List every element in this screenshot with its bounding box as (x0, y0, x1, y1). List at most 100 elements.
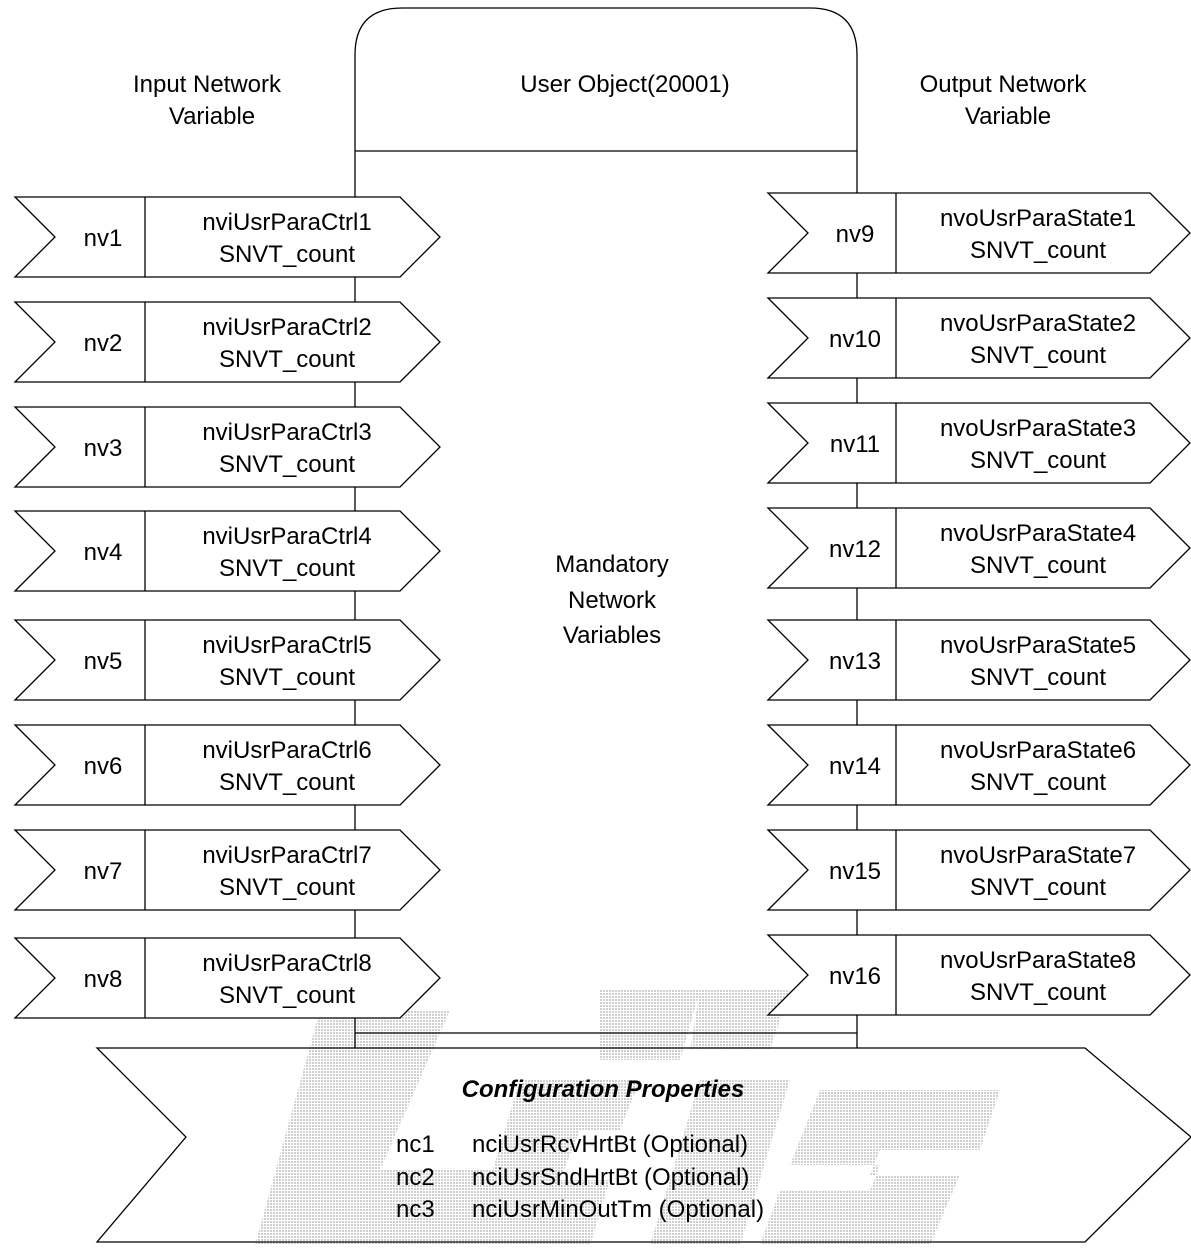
output-arrow-shape (766, 934, 1191, 1016)
mandatory-label-line1: Mandatory (555, 551, 668, 578)
input-variable-type: SNVT_count (219, 451, 355, 478)
input-variable-name: nviUsrParaCtrl2 (202, 314, 371, 341)
config-item-3-id: nc3 (396, 1196, 435, 1223)
config-properties-block: Configuration Properties nc1 nciUsrRcvHr… (95, 1047, 1191, 1243)
output-variable-type: SNVT_count (970, 552, 1106, 579)
mandatory-label-line2: Network (568, 587, 657, 614)
input-variable-type: SNVT_count (219, 555, 355, 582)
input-arrow-shape (13, 829, 441, 911)
config-item-2-id: nc2 (396, 1164, 435, 1191)
input-variable-id: nv7 (84, 858, 123, 885)
output-variable-type: SNVT_count (970, 874, 1106, 901)
output-variable-id: nv13 (829, 648, 881, 675)
output-arrow-shape (766, 724, 1191, 806)
input-variable-type: SNVT_count (219, 241, 355, 268)
config-item-1-id: nc1 (396, 1131, 435, 1158)
input-arrow-shape (13, 406, 441, 488)
input-variable-id: nv6 (84, 753, 123, 780)
output-variable-id: nv11 (830, 431, 880, 458)
config-chevron-shape (95, 1047, 1191, 1243)
output-variable-name: nvoUsrParaState2 (940, 310, 1136, 337)
output-arrow-shape (766, 829, 1191, 911)
user-object-block (354, 7, 858, 1048)
input-variable-id: nv5 (84, 648, 123, 675)
mandatory-label-line3: Variables (563, 622, 661, 649)
output-variable-name: nvoUsrParaState5 (940, 632, 1136, 659)
input-arrow-shape (13, 301, 441, 383)
input-arrow-shape (13, 937, 441, 1019)
input-variable-name: nviUsrParaCtrl7 (202, 842, 371, 869)
config-item-1-name: nciUsrRcvHrtBt (Optional) (472, 1131, 748, 1158)
output-variable-id: nv16 (829, 963, 881, 990)
input-variable-name: nviUsrParaCtrl3 (202, 419, 371, 446)
output-variable-name: nvoUsrParaState4 (940, 520, 1136, 547)
input-variable-id: nv1 (84, 225, 123, 252)
input-variable-type: SNVT_count (219, 982, 355, 1009)
output-variable-type: SNVT_count (970, 664, 1106, 691)
input-variable-name: nviUsrParaCtrl1 (202, 209, 371, 236)
input-variable-id: nv8 (84, 966, 123, 993)
config-item-3-name: nciUsrMinOutTm (Optional) (472, 1196, 764, 1223)
output-arrow-shape (766, 192, 1191, 274)
output-variable-type: SNVT_count (970, 447, 1106, 474)
input-variable-name: nviUsrParaCtrl5 (202, 632, 371, 659)
output-variable-type: SNVT_count (970, 342, 1106, 369)
input-arrow-shape (13, 619, 441, 701)
output-arrow-shape (766, 619, 1191, 701)
output-variable-id: nv12 (829, 536, 881, 563)
config-title: Configuration Properties (462, 1076, 745, 1103)
input-variable-id: nv4 (84, 539, 123, 566)
input-variable-name: nviUsrParaCtrl4 (202, 523, 371, 550)
input-variable-type: SNVT_count (219, 664, 355, 691)
output-header-line2: Variable (965, 103, 1051, 130)
object-title: User Object(20001) (520, 71, 729, 98)
output-variable-name: nvoUsrParaState7 (940, 842, 1136, 869)
output-variable-name: nvoUsrParaState6 (940, 737, 1136, 764)
user-object-outline (354, 7, 858, 1048)
output-variable-id: nv9 (836, 221, 875, 248)
input-header-line1: Input Network (133, 71, 282, 98)
input-header-line2: Variable (169, 103, 255, 130)
input-variable-name: nviUsrParaCtrl8 (202, 950, 371, 977)
output-variable-id: nv15 (829, 858, 881, 885)
output-arrow-shape (766, 297, 1191, 379)
output-arrow-shape (766, 507, 1191, 589)
output-variable-id: nv14 (829, 753, 881, 780)
output-variable-name: nvoUsrParaState1 (940, 205, 1136, 232)
input-variable-type: SNVT_count (219, 346, 355, 373)
output-variables: nv9nvoUsrParaState1SNVT_countnv10nvoUsrP… (766, 192, 1191, 1016)
output-variable-name: nvoUsrParaState3 (940, 415, 1136, 442)
input-variable-type: SNVT_count (219, 769, 355, 796)
input-arrow-shape (13, 510, 441, 592)
output-header-line1: Output Network (920, 71, 1088, 98)
output-variable-type: SNVT_count (970, 979, 1106, 1006)
watermark-logo (255, 990, 1000, 1245)
output-variable-name: nvoUsrParaState8 (940, 947, 1136, 974)
input-variable-id: nv3 (84, 435, 123, 462)
input-variable-id: nv2 (84, 330, 123, 357)
input-arrow-shape (13, 196, 441, 278)
output-variable-type: SNVT_count (970, 769, 1106, 796)
config-item-2-name: nciUsrSndHrtBt (Optional) (472, 1164, 749, 1191)
output-arrow-shape (766, 402, 1191, 484)
input-variable-name: nviUsrParaCtrl6 (202, 737, 371, 764)
output-variable-type: SNVT_count (970, 237, 1106, 264)
